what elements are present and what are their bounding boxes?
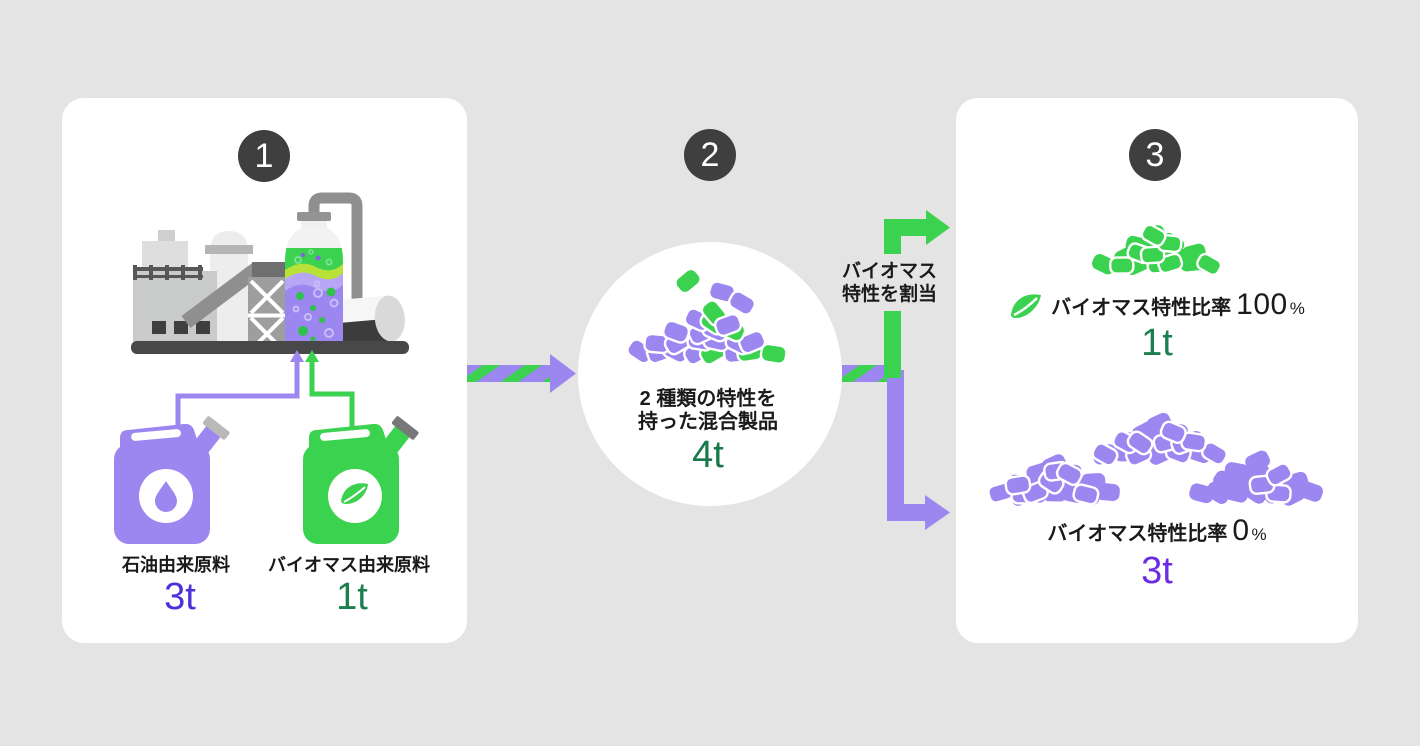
oil-drop-icon <box>155 481 177 512</box>
petroleum-ratio-percent: % <box>1251 525 1267 544</box>
petroleum-amount: 3t <box>164 576 196 618</box>
biomass-can-label: バイオマス由来原料 <box>268 555 430 575</box>
biomass-ratio-value: 100 <box>1236 288 1288 321</box>
mixed-flow-arrow <box>467 354 576 393</box>
petroleum-feed-line <box>175 350 304 432</box>
petroleum-ratio-value: 0 <box>1232 514 1250 547</box>
leaf-icon <box>341 483 368 504</box>
factory-icon <box>131 192 409 354</box>
biomass-ratio-percent: % <box>1289 299 1305 318</box>
mixed-product-caption-line2: 持った混合製品 <box>638 411 778 433</box>
petroleum-can-label: 石油由来原料 <box>122 555 230 575</box>
mixed-product-amount: 4t <box>692 434 724 476</box>
biomass-feed-line <box>305 350 355 432</box>
allocation-label-line2: 特性を割当 <box>842 283 938 305</box>
biomass-ratio-row: バイオマス特性比率 100 % <box>956 288 1358 322</box>
biomass-ratio-label: バイオマス特性比率 <box>1051 297 1232 319</box>
railing <box>133 265 203 280</box>
petroleum-ratio-row: バイオマス特性比率 0 % <box>956 514 1358 548</box>
petroleum-pellet-pile-left <box>987 454 1120 506</box>
mixed-product-caption: 2 種類の特性を 持った混合製品 <box>638 388 778 434</box>
petroleum-pellet-pile-right <box>1189 450 1323 506</box>
biomass-pellet-pile <box>1092 223 1223 276</box>
step3-badge: 3 <box>1129 129 1181 181</box>
biomass-amount: 1t <box>336 576 368 618</box>
petroleum-ratio-label: バイオマス特性比率 <box>1047 523 1228 545</box>
step2-badge: 2 <box>684 129 736 181</box>
allocation-label: バイオマス 特性を割当 <box>842 261 937 306</box>
allocation-label-line1: バイオマス <box>842 261 938 282</box>
allocation-split-stub <box>842 365 887 382</box>
petroleum-product-amount: 3t <box>1141 550 1173 592</box>
petroleum-can-icon <box>114 416 230 544</box>
biomass-can-icon <box>303 416 419 544</box>
biomass-allocation-arrow <box>884 210 950 378</box>
petroleum-allocation-arrow <box>887 370 950 530</box>
mixed-product-caption-line1: 2 種類の特性を <box>639 388 777 410</box>
reactor-liquids <box>285 248 343 342</box>
mixed-pellet-pile <box>626 267 788 366</box>
biomass-product-amount: 1t <box>1141 322 1173 364</box>
process-step3-panel <box>956 98 1358 643</box>
petroleum-pellet-pile-mid <box>1091 412 1228 467</box>
step1-badge: 1 <box>238 130 290 182</box>
process-step1-panel <box>62 98 467 643</box>
leaf-icon <box>1011 294 1042 318</box>
